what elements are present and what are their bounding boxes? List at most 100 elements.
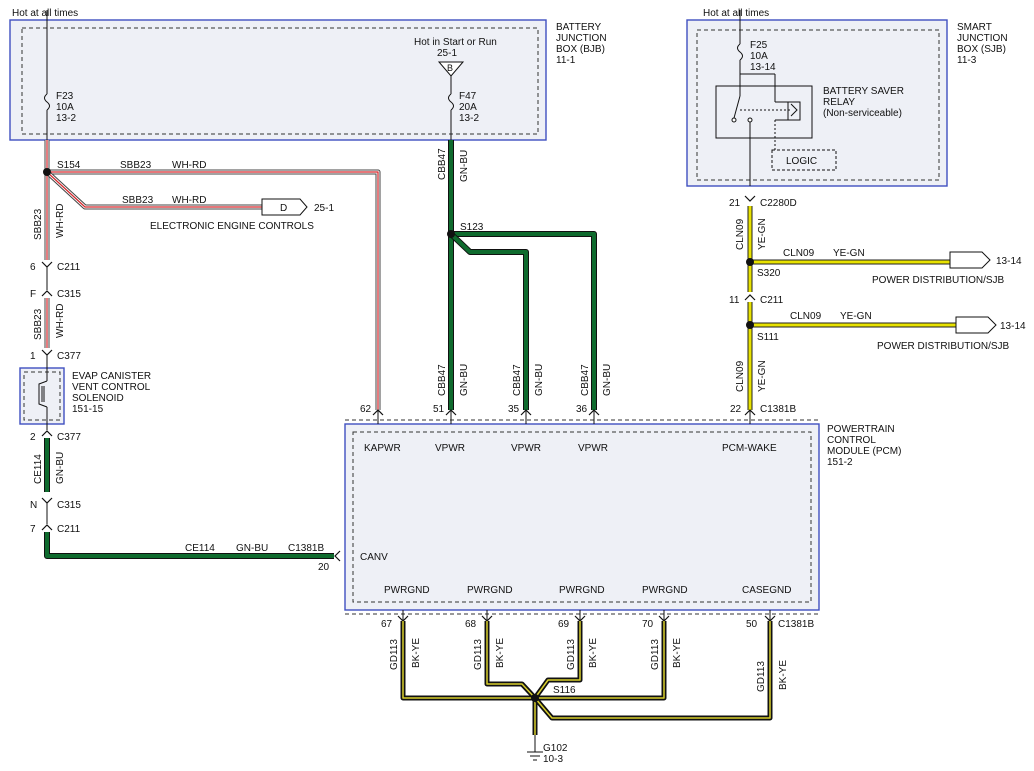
top-color: WH-RD xyxy=(172,160,206,171)
top-circuit: SBB23 xyxy=(120,160,152,171)
gd113-circuit-1: GD113 xyxy=(389,639,400,670)
pin-2: 2 xyxy=(30,432,36,443)
canv-label: CANV xyxy=(360,552,388,563)
r-v2-color: YE-GN xyxy=(757,360,768,392)
vpwr-label-2: VPWR xyxy=(511,443,541,454)
br2-color: YE-GN xyxy=(840,311,872,322)
r-v2-circuit: CLN09 xyxy=(735,360,746,392)
v2-color: WH-RD xyxy=(55,304,66,338)
c211a-label: C211 xyxy=(57,262,81,273)
bjb-name-1: BATTERY xyxy=(556,22,602,33)
c1381b-ground: C1381B xyxy=(778,619,814,630)
pin-n: N xyxy=(30,500,37,511)
eec-label: ELECTRONIC ENGINE CONTROLS xyxy=(150,221,314,232)
v2-circuit: SBB23 xyxy=(33,308,44,340)
sjb-hot-label: Hot at all times xyxy=(703,8,769,19)
pin-1: 1 xyxy=(30,351,36,362)
ground-symbol-icon xyxy=(527,735,543,761)
smart-junction-box: Hot at all times SMART JUNCTION BOX (SJB… xyxy=(686,8,1008,187)
r-v1-circuit: CLN09 xyxy=(735,218,746,250)
ground-circuit: 67 68 69 70 50 C1381B S116 GD113 BK-YE G… xyxy=(381,610,814,765)
evap-name-1: EVAP CANISTER xyxy=(72,371,151,382)
bkye-color-2: BK-YE xyxy=(495,638,506,668)
battery-junction-box: Hot at all times BATTERY JUNCTION BOX (B… xyxy=(9,8,607,141)
br1-label: POWER DISTRIBUTION/SJB xyxy=(872,275,1005,286)
v1-color: WH-RD xyxy=(55,204,66,238)
s116-label: S116 xyxy=(553,685,576,696)
left-circuit: S154 SBB23 WH-RD SBB23 WH-RD D 25-1 ELEC… xyxy=(19,140,381,573)
bkye-color-1: BK-YE xyxy=(411,638,422,668)
bkye-color-5: BK-YE xyxy=(778,660,789,690)
bkye-color-4: BK-YE xyxy=(672,638,683,668)
c1381b-left: C1381B xyxy=(288,543,324,554)
s123-label: S123 xyxy=(460,222,484,233)
c377a-label: C377 xyxy=(57,351,81,362)
pcm-wake-label: PCM-WAKE xyxy=(722,443,777,454)
br2-circuit: CLN09 xyxy=(790,311,822,322)
pin-51: 51 xyxy=(433,404,445,415)
f23-ref: 13-2 xyxy=(56,113,76,124)
hot-start-label: Hot in Start or Run xyxy=(414,37,497,48)
pcm-name-3: MODULE (PCM) xyxy=(827,446,901,457)
sjb-connector-2-icon xyxy=(955,316,997,334)
fuse-f25-icon xyxy=(737,43,743,61)
v3-circuit: CE114 xyxy=(33,454,44,484)
relay-name-1: BATTERY SAVER xyxy=(823,86,904,97)
s111-label: S111 xyxy=(757,332,779,343)
pin-20: 20 xyxy=(318,562,330,573)
pwrgnd-label-2: PWRGND xyxy=(467,585,513,596)
bjb-name-3: BOX (BJB) xyxy=(556,44,605,55)
pin-11: 11 xyxy=(729,295,740,306)
pwrgnd-label-1: PWRGND xyxy=(384,585,430,596)
br2-ref: 13-14 xyxy=(1000,321,1026,332)
mid-color: WH-RD xyxy=(172,195,206,206)
splice-b-marker-icon xyxy=(437,61,465,77)
eec-connector-icon xyxy=(261,198,308,216)
fuse-f23-icon xyxy=(44,93,50,111)
b1-circuit: CBB47 xyxy=(437,364,448,396)
pin-21: 21 xyxy=(729,198,741,209)
mid-v-color: GN-BU xyxy=(459,150,470,182)
evap-name-3: SOLENOID xyxy=(72,393,124,404)
c315a-label: C315 xyxy=(57,289,81,300)
pin-50: 50 xyxy=(746,619,758,630)
v1-circuit: SBB23 xyxy=(33,208,44,240)
pin-68: 68 xyxy=(465,619,477,630)
fuse-f47-icon xyxy=(448,93,454,111)
mid-v-circuit: CBB47 xyxy=(437,148,448,180)
vpwr-label-3: VPWR xyxy=(578,443,608,454)
f23-amps: 10A xyxy=(56,102,74,113)
pin-69: 69 xyxy=(558,619,570,630)
c211b-label: C211 xyxy=(57,524,81,535)
pcm-name-2: CONTROL xyxy=(827,435,876,446)
kapwr-label: KAPWR xyxy=(364,443,401,454)
br1-circuit: CLN09 xyxy=(783,248,815,259)
h-circuit: CE114 xyxy=(185,543,215,554)
h-color: GN-BU xyxy=(236,543,268,554)
gd113-circuit-4: GD113 xyxy=(650,639,661,670)
logic-box xyxy=(771,149,837,171)
c377b-label: C377 xyxy=(57,432,81,443)
f25-ref: 13-14 xyxy=(750,62,776,73)
sjb-name-3: BOX (SJB) xyxy=(957,44,1006,55)
v3-color: GN-BU xyxy=(55,452,66,484)
s320-label: S320 xyxy=(757,268,781,279)
b3-circuit: CBB47 xyxy=(580,364,591,396)
gd113-circuit-2: GD113 xyxy=(473,639,484,670)
evap-name-2: VENT CONTROL xyxy=(72,382,151,393)
pin-22: 22 xyxy=(730,404,742,415)
gd113-circuit-3: GD113 xyxy=(566,639,577,670)
evap-name-4: 151-15 xyxy=(72,404,104,415)
vpwr-circuit: CBB47 GN-BU S123 CBB47 GN-BU CBB47 GN-BU… xyxy=(437,140,613,410)
f47-amps: 20A xyxy=(459,102,477,113)
c315b-label: C315 xyxy=(57,500,81,511)
pin-70: 70 xyxy=(642,619,654,630)
relay-coil-icon xyxy=(787,101,801,121)
hot-start-ref: 25-1 xyxy=(437,48,457,59)
f25-label: F25 xyxy=(750,40,768,51)
pin-35: 35 xyxy=(508,404,520,415)
logic-label: LOGIC xyxy=(786,156,817,167)
solenoid-coil-icon xyxy=(38,380,48,408)
f47-label: F47 xyxy=(459,91,477,102)
